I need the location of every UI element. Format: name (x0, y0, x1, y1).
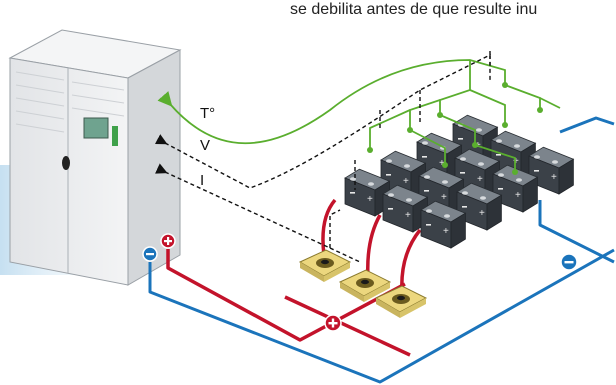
battery-plus-mark: + (479, 208, 485, 219)
battery-plus-mark: + (443, 226, 449, 237)
battery-plus-mark: + (513, 156, 519, 167)
minus-circle-icon (560, 253, 578, 271)
sense-wires (154, 50, 491, 263)
battery-plus-mark: + (405, 210, 411, 221)
battery: + (382, 184, 429, 233)
temperature-signal-label: T° (200, 105, 216, 122)
battery-plus-mark: + (551, 172, 557, 183)
current-signal-label: I (200, 172, 205, 189)
battery: + (492, 164, 539, 213)
battery-plus-mark: + (515, 190, 521, 201)
cabinet-status-strip (112, 126, 118, 146)
voltage-signal-label: V (200, 137, 211, 154)
battery: + (420, 200, 467, 249)
positive-cable (166, 198, 422, 357)
current-sensor (338, 269, 392, 302)
battery-plus-mark: + (367, 194, 373, 205)
current-sensors (298, 249, 428, 318)
negative-cable (148, 116, 615, 384)
current-sensor (374, 285, 428, 318)
battery-bank: ++++++++++++ (344, 114, 575, 249)
ups-cabinet (8, 29, 182, 286)
cabinet-display (83, 117, 109, 139)
battery-plus-mark: + (477, 174, 483, 185)
cabinet-handle (62, 156, 70, 170)
battery-plus-mark: + (403, 176, 409, 187)
current-sensor (298, 249, 352, 282)
caption-text: se debilita antes de que resulte inu (290, 1, 538, 18)
battery-plus-mark: + (439, 158, 445, 169)
battery-plus-mark: + (441, 192, 447, 203)
plus-circle-icon (324, 314, 342, 332)
temperature-probe-dots (367, 82, 543, 175)
temperature-wires (157, 59, 561, 172)
